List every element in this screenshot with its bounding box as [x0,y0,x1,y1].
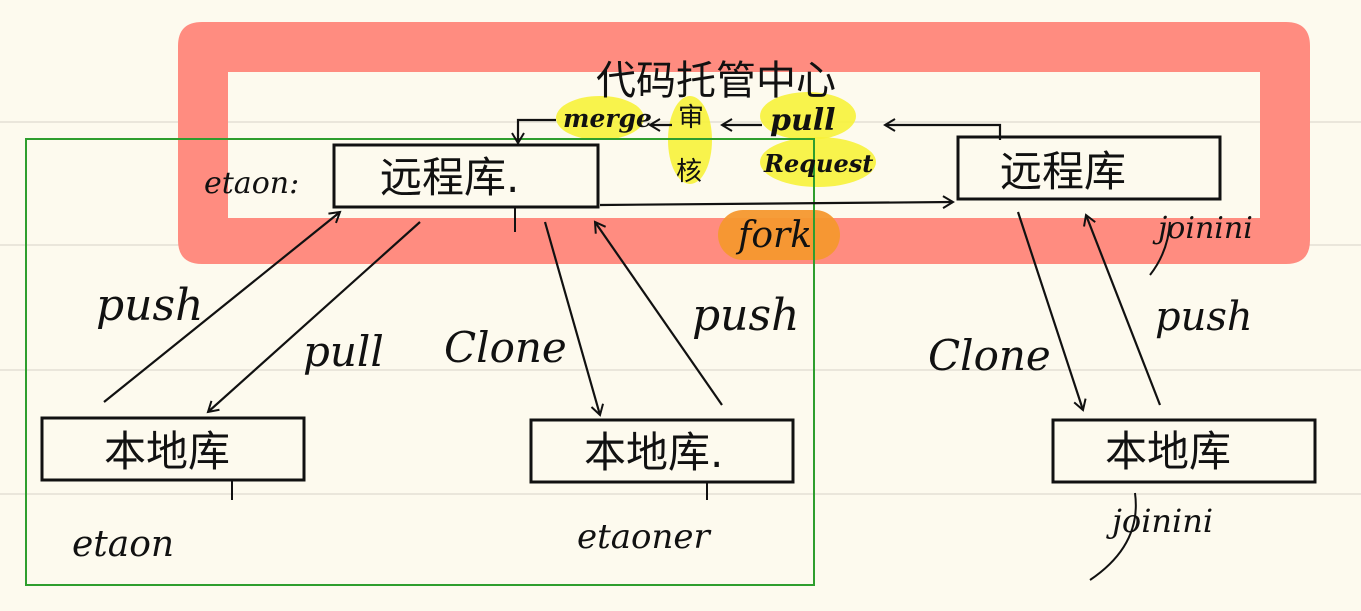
etaon-remote-repo-box [332,143,600,209]
push-3-arrow [1083,213,1162,406]
pull-request-label-2: Request [763,149,873,178]
clone-1-label: Clone [444,323,567,372]
clone-2-arrow [1016,211,1087,412]
push-3-label: push [1155,294,1253,340]
fork-highlight [718,210,840,260]
merge-label: merge [563,104,652,133]
fork-arrow [599,195,955,209]
joinini-local-repo-label: 本地库 [1105,427,1231,476]
pen-strokes [231,207,1171,581]
fork-label: fork [735,215,812,256]
joinini-remote-repo-box [956,135,1222,201]
merge-highlight [556,96,644,140]
joinini-local-repo-box [1051,418,1317,484]
pull-1-label: pull [303,327,384,376]
team-collaboration-frame [25,138,815,586]
etaon-remote-repo-label: 远程库. [380,153,519,202]
owner-name-label: etaon: [204,166,299,201]
review-label-1: 审 [678,103,704,133]
etaoner-local-owner-label: etaoner [577,517,712,557]
etaoner-local-repo-label: 本地库. [584,428,723,477]
hosting-center-band [178,22,1310,264]
etaon-local-repo-box [40,416,306,482]
etaon-local-repo-label: 本地库 [104,427,230,476]
push-2-arrow [593,220,723,406]
review-label-2: 核 [676,157,702,187]
push-2-label: push [692,290,799,341]
clone-1-arrow [543,221,604,417]
pull-request-highlight-bottom [760,137,876,187]
hosting-center-title: 代码托管中心 [596,58,836,104]
joinini-remote-owner-label: joinini [1152,211,1253,246]
push-1-arrow [103,210,342,403]
merge-arrow [511,118,556,145]
joinini-local-owner-label: joinini [1106,502,1213,540]
clone-2-label: Clone [928,331,1051,380]
pull-request-label-1: pull [770,103,836,138]
push-1-label: push [96,280,203,331]
etaoner-local-repo-box [529,418,795,484]
pull-1-arrow [206,221,421,414]
pull-request-highlight-top [760,92,856,140]
pull-request-arrow [883,118,1002,140]
joinini-remote-repo-label: 远程库 [1000,147,1126,196]
etaon-local-owner-label: etaon [72,524,174,565]
arrows [103,118,1162,417]
